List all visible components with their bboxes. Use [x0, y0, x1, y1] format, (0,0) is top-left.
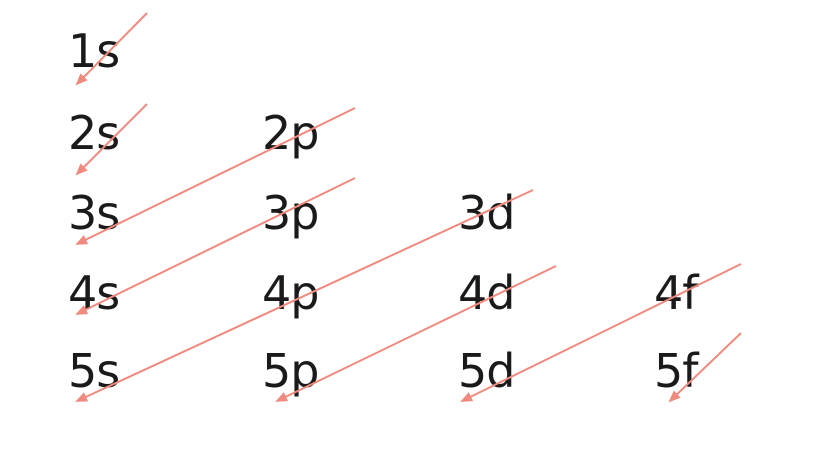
- orbital-2s: 2s: [68, 106, 120, 160]
- orbital-3p: 3p: [262, 186, 319, 240]
- orbital-5d: 5d: [458, 344, 515, 398]
- orbital-5s: 5s: [68, 344, 120, 398]
- orbital-4f: 4f: [654, 266, 698, 320]
- orbital-3d: 3d: [458, 186, 515, 240]
- orbital-5p: 5p: [262, 344, 319, 398]
- orbital-5f: 5f: [654, 344, 698, 398]
- orbital-1s: 1s: [68, 24, 120, 78]
- orbital-4s: 4s: [68, 266, 120, 320]
- orbital-3s: 3s: [68, 186, 120, 240]
- orbital-2p: 2p: [262, 106, 319, 160]
- orbital-4p: 4p: [262, 266, 319, 320]
- orbital-4d: 4d: [458, 266, 515, 320]
